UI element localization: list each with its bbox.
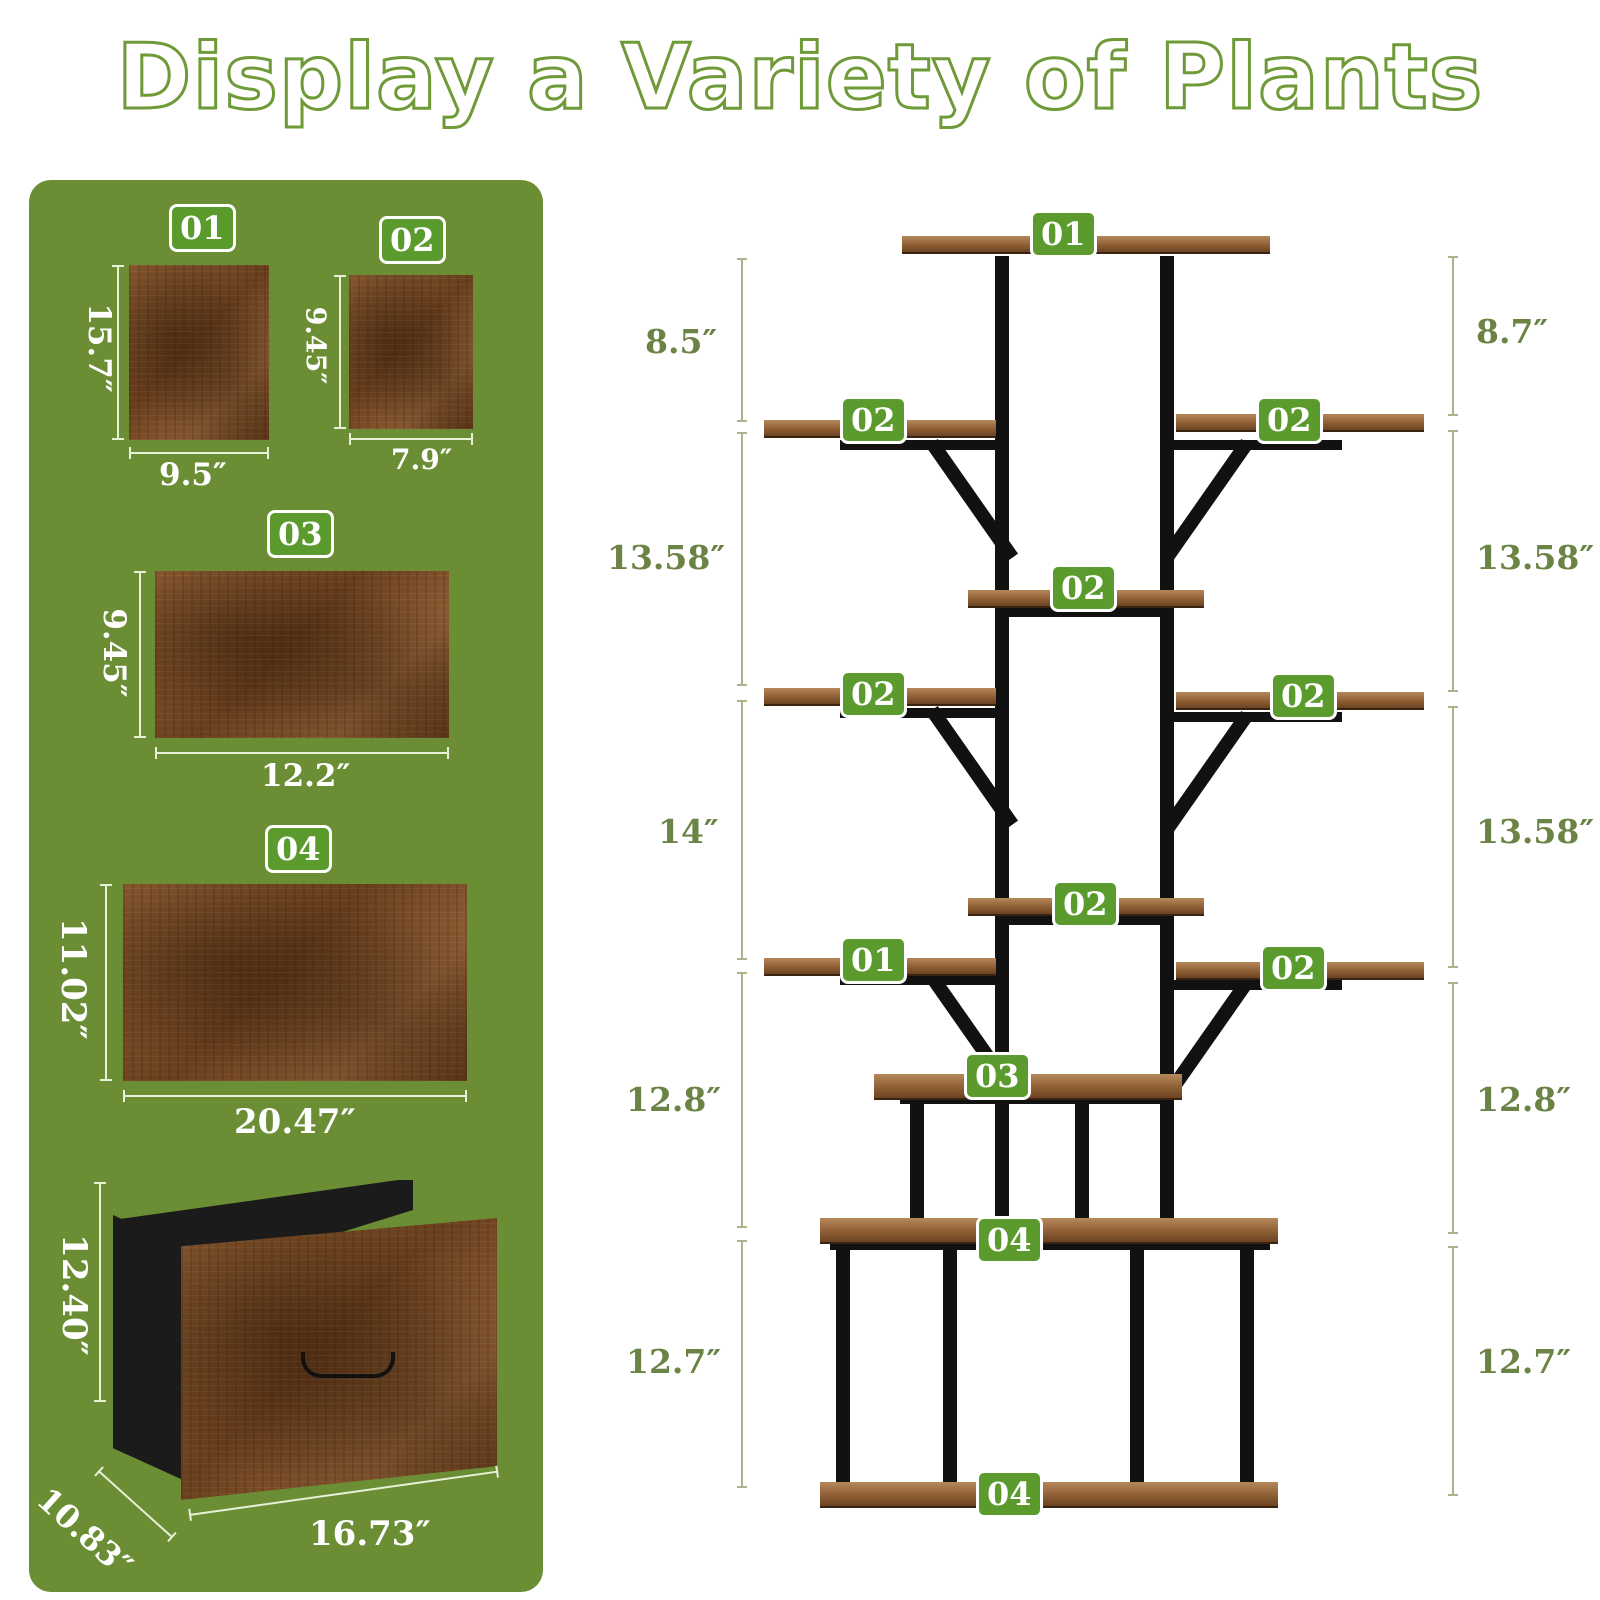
parts-panel: 01 15.7″ 9.5″ 02 9.45″ 7.9″ 03 9.45″ 12.… [29,180,543,1592]
part-04-badge: 04 [265,825,332,873]
part-01-width-line [129,447,269,459]
arm-mid-right [1160,710,1253,834]
part-02-depth-line [334,275,346,429]
shelf-badge-04-bottom: 04 [976,1470,1043,1518]
stand-post-mid-right [1075,1100,1089,1230]
stand-leg-1 [836,1250,850,1492]
part-04-depth-line [100,884,112,1081]
right-height-line-1 [1448,256,1458,416]
bracket-low-right [1172,980,1342,990]
part-03-board [155,571,449,738]
part-03-depth: 9.45″ [96,608,132,698]
shelf-badge-upper-left: 02 [840,396,907,444]
shelf-badge-center-lower: 02 [1052,880,1119,928]
left-height-2: 13.58″ [607,538,726,577]
storage-bin-handle [301,1352,395,1378]
part-02-board [349,275,473,429]
shelf-badge-center-upper: 02 [1050,564,1117,612]
shelf-badge-mid-right: 02 [1270,672,1337,720]
left-height-line-1 [737,258,747,422]
left-height-3: 14″ [658,812,719,851]
right-height-1: 8.7″ [1476,312,1549,351]
bracket-03 [900,1094,1170,1104]
part-03-badge: 03 [267,510,334,558]
stand-leg-3 [1130,1250,1144,1492]
part-01-width: 9.5″ [159,457,227,493]
shelf-badge-upper-right: 02 [1256,396,1323,444]
right-height-line-4 [1448,982,1458,1234]
part-04-board [123,884,467,1081]
part-03-depth-line [134,571,146,738]
right-height-line-3 [1448,706,1458,968]
left-height-line-4 [737,972,747,1228]
bin-height-line [94,1182,106,1402]
right-height-line-5 [1448,1246,1458,1496]
bin-height: 12.40″ [54,1234,94,1356]
left-height-line-2 [737,432,747,686]
bin-width: 16.73″ [309,1514,431,1554]
stand-post-mid-left [910,1100,924,1230]
part-01-depth: 15.7″ [81,303,117,393]
right-height-3: 13.58″ [1476,812,1595,851]
stand-post-left [995,256,1009,1236]
bracket-upper-right [1172,440,1342,450]
shelf-badge-04-upper: 04 [976,1216,1043,1264]
storage-bin-front [181,1218,497,1500]
part-02-width-line [349,433,473,445]
part-02-width: 7.9″ [391,443,453,476]
bracket-center-upper [1000,607,1170,617]
arm-upper-right [1160,438,1253,562]
bin-depth: 10.83″ [29,1480,141,1585]
left-height-line-5 [737,1240,747,1488]
bracket-mid-right [1172,712,1342,722]
part-01-depth-line [112,265,124,440]
shelf-badge-low-right: 02 [1260,944,1327,992]
shelf-badge-top: 01 [1030,210,1097,258]
part-03-width: 12.2″ [261,758,351,794]
shelf-badge-low-left: 01 [840,936,907,984]
right-height-line-2 [1448,430,1458,692]
left-height-5: 12.7″ [626,1342,722,1381]
part-04-width-line [123,1090,467,1102]
bracket-upper-left [840,440,1000,450]
bracket-base-top [830,1240,1270,1250]
part-03-width-line [155,747,449,759]
part-04-depth: 11.02″ [53,918,93,1040]
part-01-badge: 01 [169,204,236,252]
shelf-badge-03: 03 [964,1052,1031,1100]
storage-bin-side [113,1215,183,1480]
shelf-badge-mid-left: 02 [840,670,907,718]
part-02-badge: 02 [379,216,446,264]
bracket-low-left [840,975,1000,985]
left-height-1: 8.5″ [645,322,718,361]
stand-leg-2 [943,1250,957,1492]
shelf-04-bottom [820,1482,1278,1506]
right-height-4: 12.8″ [1476,1080,1572,1119]
bracket-mid-left [840,708,1000,718]
left-height-4: 12.8″ [626,1080,722,1119]
part-02-depth: 9.45″ [299,306,331,385]
left-height-line-3 [737,700,747,960]
stand-leg-4 [1240,1250,1254,1492]
shelf-04-upper [820,1218,1278,1242]
part-04-width: 20.47″ [234,1102,356,1142]
right-height-5: 12.7″ [1476,1342,1572,1381]
stand-post-right [1160,256,1174,1236]
headline: Display a Variety of Plants [115,24,1484,132]
part-01-board [129,265,269,440]
right-height-2: 13.58″ [1476,538,1595,577]
